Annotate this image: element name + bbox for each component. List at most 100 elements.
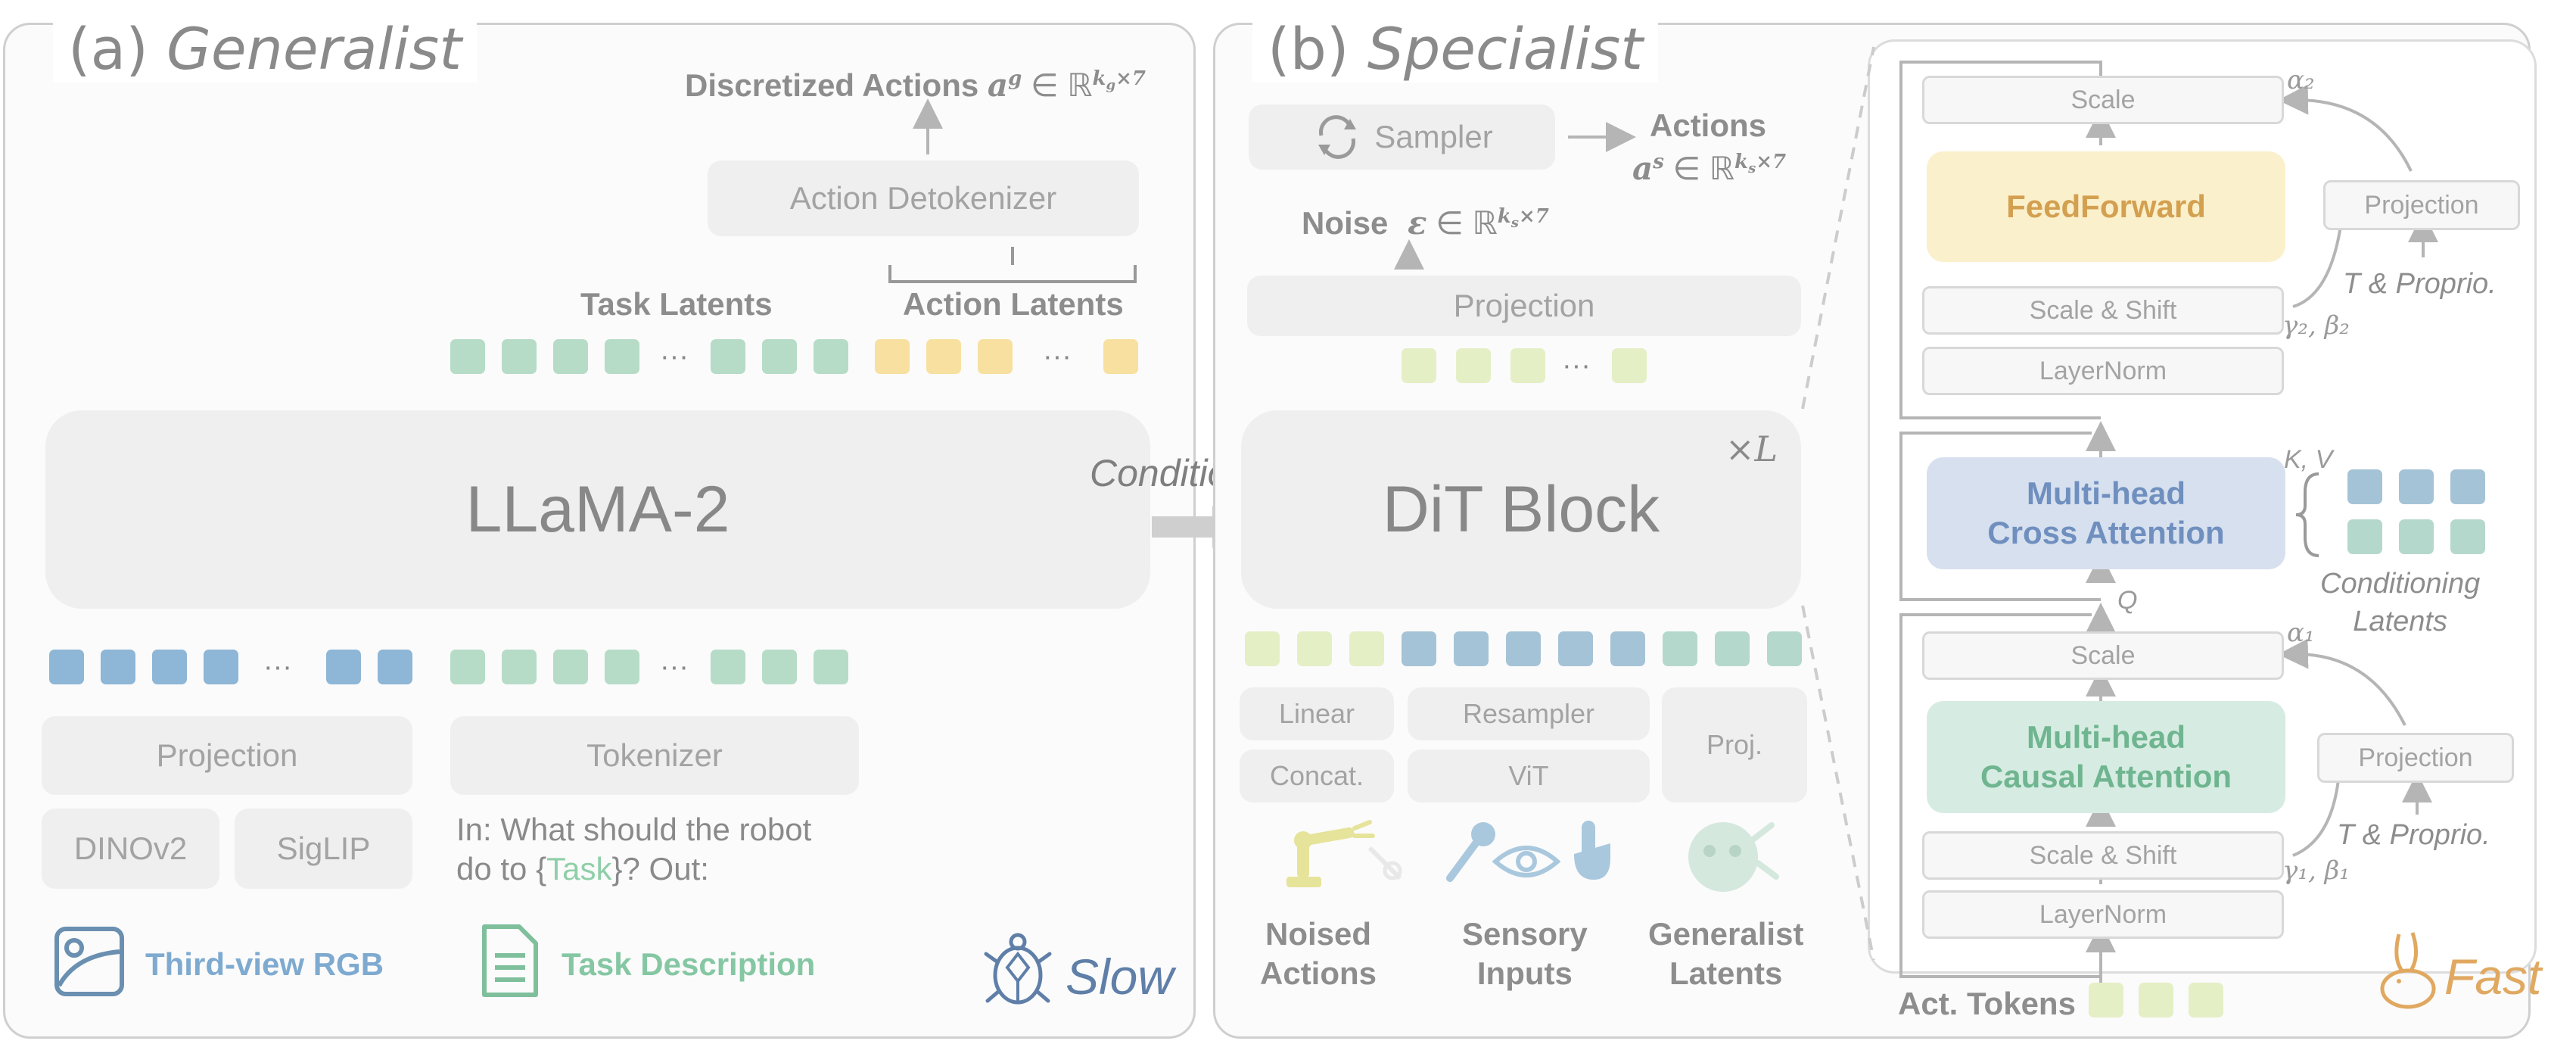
- siglip-box: SigLIP: [235, 809, 412, 889]
- eye-icon: [1492, 839, 1560, 884]
- action-latent-token: [875, 339, 910, 374]
- resampler-box: Resampler: [1408, 687, 1650, 740]
- dit-block-box: DiT Block: [1241, 410, 1801, 609]
- refresh-icon: [1318, 115, 1357, 159]
- noised-action-token: [1245, 631, 1280, 666]
- text-token-ellipsis: ···: [660, 651, 689, 683]
- conditioning-latent-token: [2347, 519, 2382, 554]
- image-token: [49, 650, 84, 684]
- actions-label: Actions: [1650, 108, 1767, 143]
- cond-bottom-label: T & Proprio.: [2337, 819, 2490, 851]
- image-token: [152, 650, 187, 684]
- sensory-token: [1610, 631, 1645, 666]
- layernorm-top-box: LayerNorm: [1922, 347, 2284, 395]
- vit-box: ViT: [1408, 749, 1650, 802]
- generalist-latent-token: [1715, 631, 1750, 666]
- output-token: [1612, 348, 1647, 383]
- rabbit-icon: [2376, 928, 2444, 1011]
- projection-bottom-box: Projection: [2317, 733, 2514, 783]
- proj-box: Proj.: [1662, 687, 1807, 802]
- turtle-icon: [980, 931, 1056, 1014]
- conditioning-latent-token: [2450, 469, 2485, 504]
- conditioning-latent-token: [2399, 469, 2434, 504]
- generalist-title: (a) Generalist: [53, 15, 478, 83]
- gamma-beta2-label: γ₂, β₂: [2282, 310, 2350, 341]
- slow-label: Slow: [1066, 949, 1174, 1005]
- linear-box: Linear: [1240, 687, 1394, 740]
- output-token: [1456, 348, 1491, 383]
- action-detokenizer-box: Action Detokenizer: [708, 160, 1139, 236]
- act-token: [2139, 983, 2173, 1018]
- third-view-rgb-label: Third-view RGB: [145, 946, 384, 982]
- task-latent-token: [450, 339, 485, 374]
- action-latents-label: Action Latents: [903, 286, 1124, 322]
- scale-top-box: Scale: [1922, 76, 2284, 124]
- conditioning-latent-token: [2347, 469, 2382, 504]
- task-latent-token: [502, 339, 537, 374]
- image-token: [326, 650, 361, 684]
- robot-arm-icon: [1279, 818, 1408, 893]
- action-latent-token: [926, 339, 961, 374]
- microphone-icon: [1441, 818, 1501, 893]
- task-latent-token: [605, 339, 639, 374]
- scale-shift-bottom-box: Scale & Shift: [1922, 831, 2284, 880]
- repeat-label: ×L: [1725, 429, 1778, 469]
- action-latent-token: [1103, 339, 1138, 374]
- gamma-beta1-label: γ₁, β₁: [2282, 855, 2350, 886]
- feedforward-box: FeedForward: [1927, 151, 2285, 262]
- scale-shift-top-box: Scale & Shift: [1922, 286, 2284, 335]
- sampler-box: Sampler: [1249, 104, 1555, 170]
- layernorm-bottom-box: LayerNorm: [1922, 890, 2284, 939]
- scale-bottom-box: Scale: [1922, 631, 2284, 680]
- output-token: [1402, 348, 1436, 383]
- action-latent-ellipsis: ···: [1043, 341, 1072, 372]
- output-token: [1510, 348, 1545, 383]
- sensory-token: [1558, 631, 1593, 666]
- alpha2-label: α₂: [2287, 65, 2315, 95]
- task-latent-ellipsis: ···: [660, 341, 689, 372]
- kv-label: K, V: [2284, 445, 2333, 474]
- actions-math: as ∈ ℝks×7: [1632, 150, 1787, 187]
- task-latent-token: [711, 339, 745, 374]
- cond-top-label: T & Proprio.: [2343, 268, 2497, 300]
- conditioning-latent-token: [2399, 519, 2434, 554]
- generalist-projection-box: Projection: [42, 716, 412, 795]
- image-token-ellipsis: ···: [263, 651, 292, 683]
- image-token: [378, 650, 412, 684]
- task-description-label: Task Description: [562, 946, 816, 982]
- noised-action-token: [1297, 631, 1332, 666]
- text-token: [762, 650, 797, 684]
- sensory-token: [1454, 631, 1489, 666]
- specialist-title: (b) Specialist: [1252, 15, 1659, 83]
- touch-icon: [1563, 813, 1616, 883]
- output-token-ellipsis: ···: [1562, 350, 1591, 382]
- tokenizer-box: Tokenizer: [450, 716, 859, 795]
- text-token: [450, 650, 485, 684]
- task-latent-token: [814, 339, 848, 374]
- projection-top-box: Projection: [2323, 180, 2520, 230]
- q-label: Q: [2117, 586, 2138, 615]
- act-tokens-label: Act. Tokens: [1898, 986, 2076, 1021]
- alpha1-label: α₁: [2287, 618, 2315, 648]
- specialist-projection-box: Projection: [1247, 276, 1801, 336]
- image-token: [204, 650, 238, 684]
- task-latent-token: [553, 339, 588, 374]
- act-token: [2089, 983, 2123, 1018]
- generalist-latent-token: [1663, 631, 1697, 666]
- act-token: [2189, 983, 2223, 1018]
- robot-head-icon: [1676, 810, 1782, 901]
- task-latents-label: Task Latents: [580, 286, 773, 322]
- conditioning-latent-token: [2450, 519, 2485, 554]
- text-token: [814, 650, 848, 684]
- text-token: [711, 650, 745, 684]
- noised-action-token: [1349, 631, 1384, 666]
- generalist-latent-token: [1767, 631, 1802, 666]
- concat-box: Concat.: [1240, 749, 1394, 802]
